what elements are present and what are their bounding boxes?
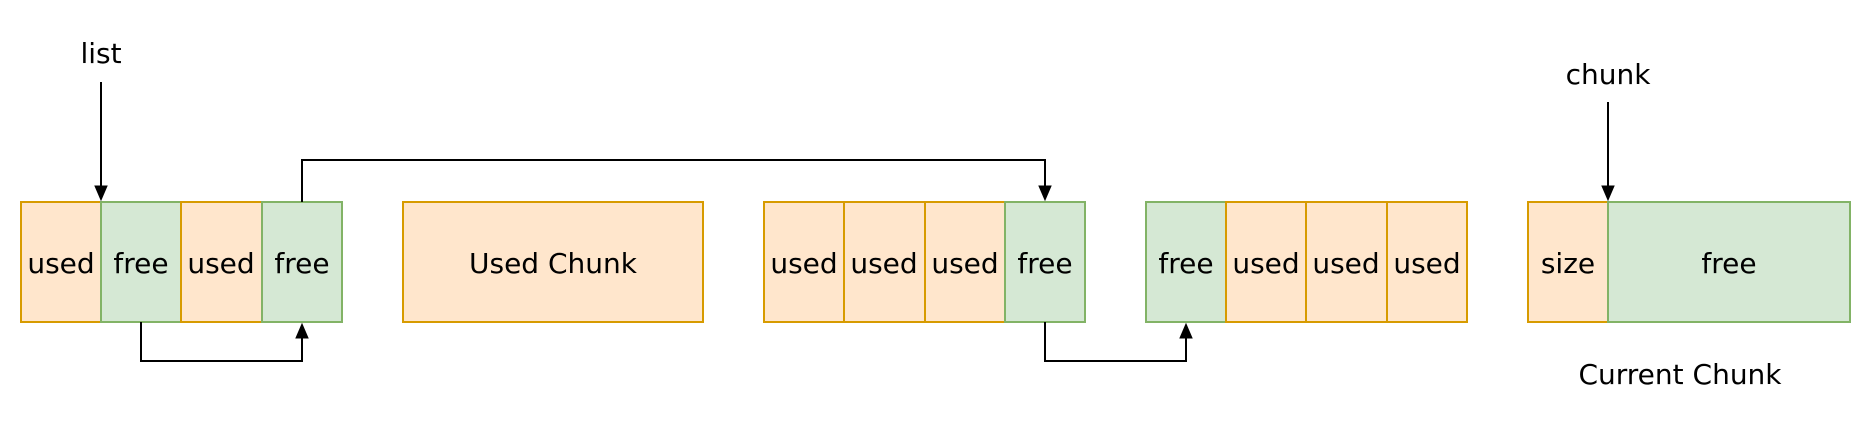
list-label: list xyxy=(80,37,121,70)
cell-label: used xyxy=(931,247,998,280)
cell-used xyxy=(20,201,102,323)
cell-used xyxy=(843,201,926,323)
chunk-group-2: Used Chunk xyxy=(402,201,704,323)
cell-used xyxy=(180,201,263,323)
chunk-group-5: size free xyxy=(1527,201,1851,323)
cell-used xyxy=(1386,201,1468,323)
cell-free xyxy=(261,201,343,323)
current-chunk-label: Current Chunk xyxy=(1578,358,1782,391)
cell-free xyxy=(1607,201,1851,323)
cell-label: free xyxy=(274,247,329,280)
cell-used xyxy=(1527,201,1609,323)
free-link-2-arrowhead xyxy=(1038,185,1052,202)
cell-label: used xyxy=(1312,247,1379,280)
chunk-pointer-arrowhead xyxy=(1601,185,1615,202)
cell-label: free xyxy=(1017,247,1072,280)
list-pointer-arrowhead xyxy=(94,185,108,202)
free-link-1-arrowhead xyxy=(295,322,309,339)
connectors xyxy=(94,82,1615,362)
cell-used xyxy=(763,201,845,323)
cell-label: free xyxy=(1158,247,1213,280)
cell-label: used xyxy=(187,247,254,280)
chunk-label: chunk xyxy=(1566,58,1652,91)
free-link-1-line xyxy=(140,322,303,362)
cell-label: free xyxy=(113,247,168,280)
chunk-group-4: free used used used xyxy=(1145,201,1468,323)
cell-free xyxy=(100,201,182,323)
cell-label: size xyxy=(1541,247,1595,280)
cell-label: used xyxy=(1393,247,1460,280)
cell-used xyxy=(924,201,1006,323)
free-link-3-arrowhead xyxy=(1179,322,1193,339)
cell-free xyxy=(1145,201,1227,323)
cell-used xyxy=(402,201,704,323)
free-link-3-line xyxy=(1044,322,1187,362)
chunk-group-1: used free used free xyxy=(20,201,343,323)
cell-used xyxy=(1305,201,1388,323)
cell-label: used xyxy=(1232,247,1299,280)
cell-label: used xyxy=(27,247,94,280)
cell-label: free xyxy=(1701,247,1756,280)
cell-label: used xyxy=(850,247,917,280)
cell-label: used xyxy=(770,247,837,280)
chunk-group-3: used used used free xyxy=(763,201,1086,323)
cell-label: Used Chunk xyxy=(469,247,638,280)
free-link-2-line xyxy=(301,159,1046,202)
